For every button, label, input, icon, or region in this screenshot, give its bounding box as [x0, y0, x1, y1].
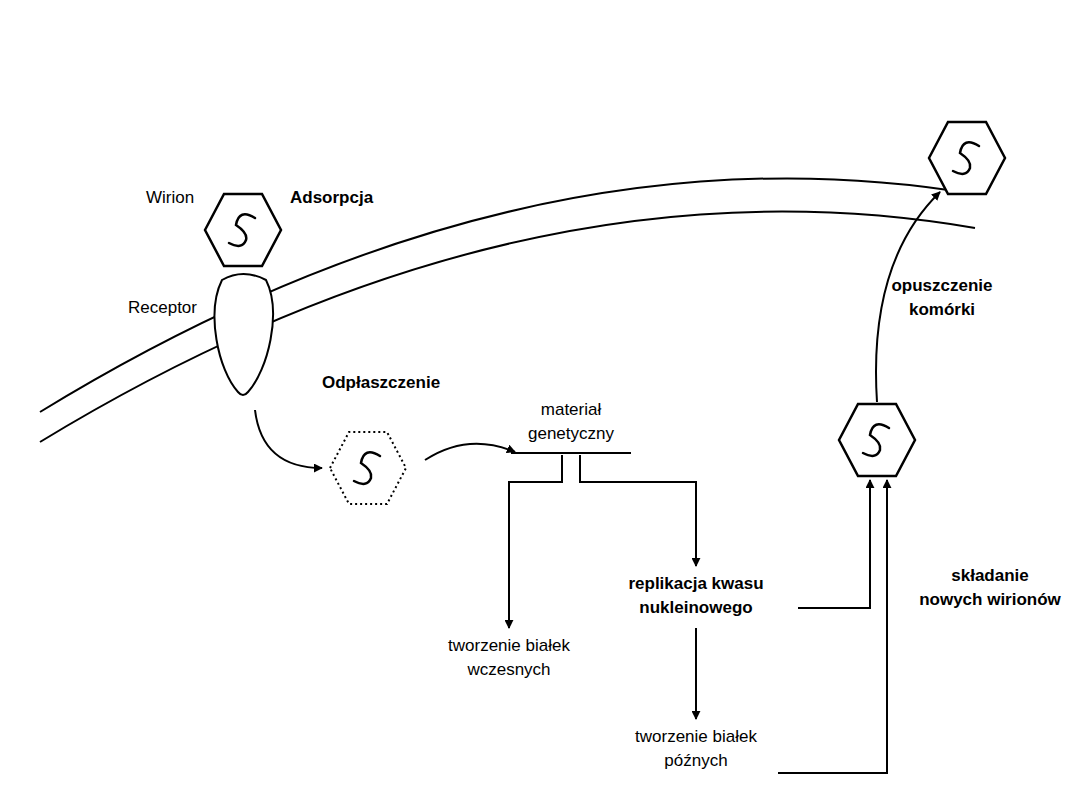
flow-arrow	[425, 444, 515, 460]
membrane-inner	[40, 212, 975, 442]
stage-name: składanie nowych wirionów	[919, 564, 1062, 612]
process-text: replikacja kwasu nukleinowego	[606, 572, 786, 620]
new-virion-hexagon	[839, 404, 915, 476]
flow-arrow	[509, 455, 562, 628]
part-name: Wirion	[146, 186, 194, 210]
node-text: tworzenie białek późnych	[621, 725, 771, 773]
node-text: tworzenie białek wczesnych	[434, 634, 584, 682]
receptor-shape	[215, 274, 273, 395]
process-text: tworzenie białek późnych	[621, 725, 771, 773]
assembly-arrow	[778, 480, 887, 773]
process-text: tworzenie białek wczesnych	[434, 634, 584, 682]
node-text: replikacja kwasu nukleinowego	[606, 572, 786, 620]
stage-name: Odpłaszczenie	[322, 371, 440, 395]
uncoating-hexagon	[330, 432, 406, 504]
flow-arrow	[255, 410, 322, 468]
flow-arrow	[580, 455, 696, 566]
flow-arrow	[695, 628, 697, 719]
virion-hexagon	[205, 194, 281, 266]
assembly-arrow	[798, 480, 870, 608]
released-virion-hexagon	[929, 122, 1005, 194]
stage-name: Adsorpcja	[290, 186, 373, 210]
stage-name: opuszczenie komórki	[882, 274, 1002, 322]
part-name: Receptor	[128, 296, 197, 320]
genetic-material: materiał genetyczny	[511, 398, 631, 454]
node-text: materiał genetyczny	[519, 398, 623, 446]
exit-arrow	[876, 192, 940, 402]
